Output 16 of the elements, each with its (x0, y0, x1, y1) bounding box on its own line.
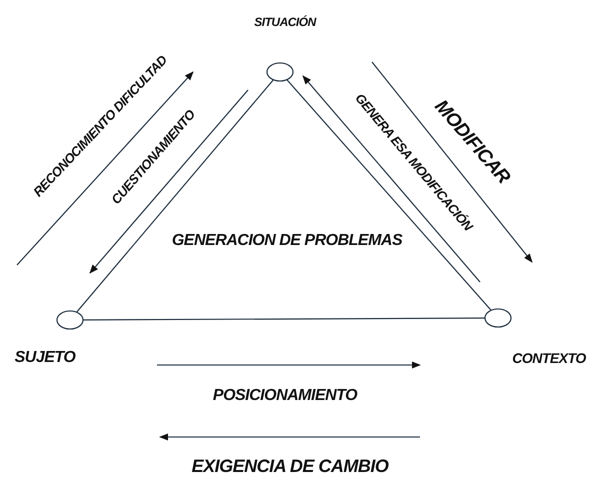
arrow (302, 75, 480, 282)
center-label: GENERACION DE PROBLEMAS (172, 233, 402, 249)
connector-line (286, 79, 492, 311)
ellipse-node (56, 310, 84, 330)
ellipse-node (484, 308, 512, 328)
node-caption: CONTEXTO (512, 351, 586, 365)
ellipse-node (266, 62, 294, 82)
node-caption: SUJETO (14, 350, 76, 366)
arrow (372, 62, 533, 263)
connector-line (83, 318, 485, 320)
node-caption: SITUACIÓN (254, 16, 316, 28)
arrow (89, 90, 248, 274)
center-label: EXIGENCIA DE CAMBIO (192, 457, 388, 475)
center-label: POSICIONAMIENTO (212, 388, 358, 404)
connector-line (76, 79, 274, 313)
arrow (16, 71, 194, 266)
